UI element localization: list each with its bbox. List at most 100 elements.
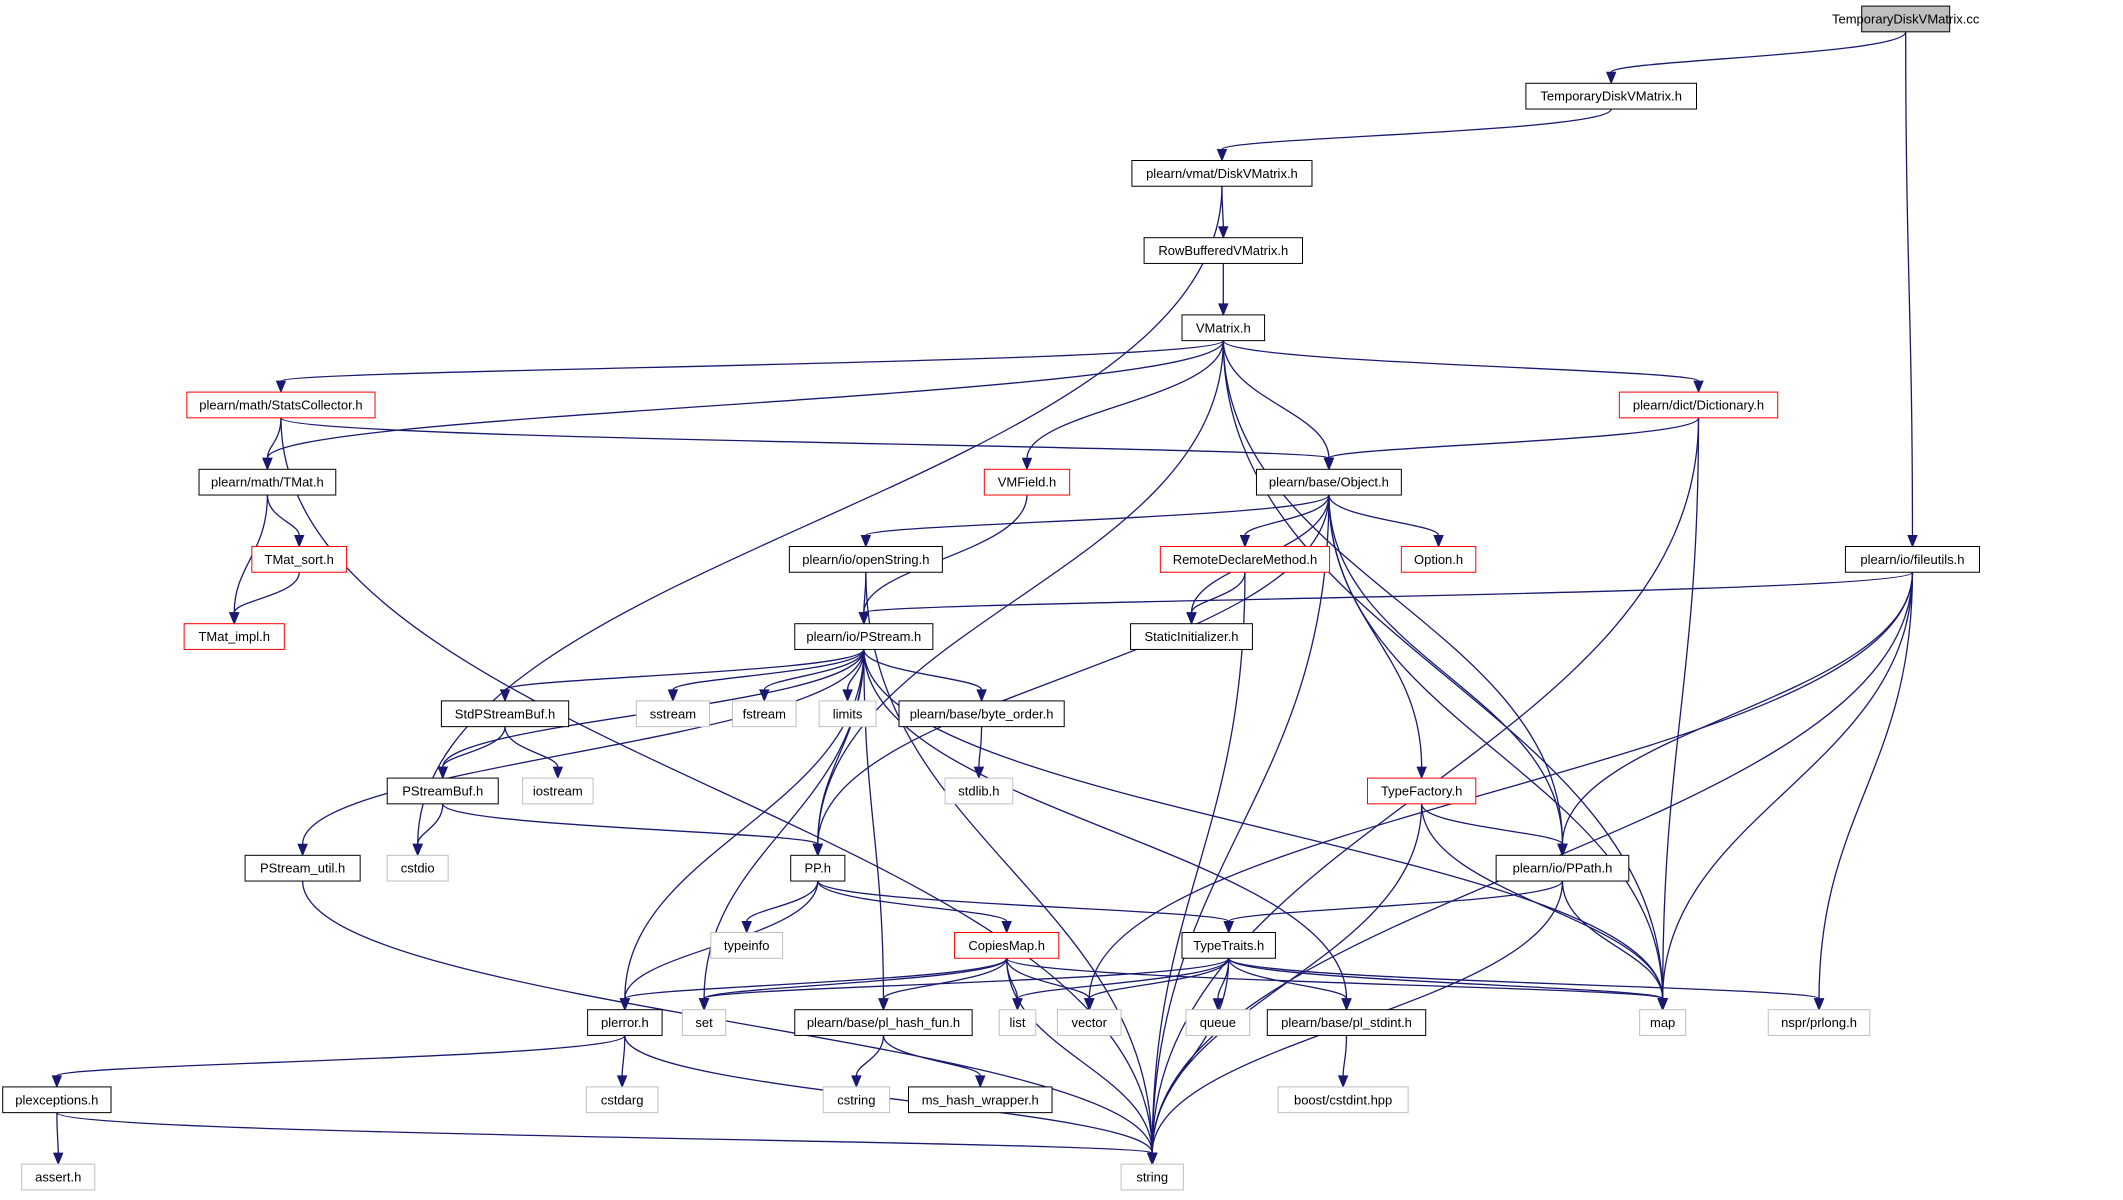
- node-dict[interactable]: plearn/dict/Dictionary.h: [1618, 391, 1779, 419]
- node-object[interactable]: plearn/base/Object.h: [1255, 468, 1402, 496]
- edge-plerror-to-plexceptions: [51, 1034, 626, 1089]
- edge-vmatrix-to-stats: [275, 340, 1224, 394]
- node-fileutils[interactable]: plearn/io/fileutils.h: [1844, 546, 1980, 573]
- edge-object-to-map: [1328, 495, 1668, 1012]
- node-box: [1181, 932, 1276, 959]
- edge-line: [863, 495, 1028, 613]
- edge-line: [1088, 572, 1914, 999]
- edge-line: [817, 880, 1230, 923]
- node-root[interactable]: TemporaryDiskVMatrix.cc: [1832, 5, 1980, 33]
- edge-line: [863, 649, 983, 691]
- node-stdlib: stdlib.h: [944, 777, 1014, 805]
- edge-arrowhead: [262, 457, 273, 471]
- node-pstream[interactable]: plearn/io/PStream.h: [794, 623, 934, 650]
- node-pstreamutil[interactable]: PStream_util.h: [244, 854, 361, 882]
- node-list: list: [998, 1009, 1037, 1036]
- node-copiesmap[interactable]: CopiesMap.h: [954, 932, 1060, 959]
- edge-line: [1006, 958, 1090, 1000]
- node-vmfield[interactable]: VMField.h: [983, 468, 1071, 496]
- node-limits: limits: [818, 700, 877, 728]
- edge-line: [1244, 494, 1330, 536]
- node-mshash[interactable]: ms_hash_wrapper.h: [908, 1086, 1053, 1114]
- node-box: [1495, 854, 1630, 882]
- node-plexceptions[interactable]: plexceptions.h: [2, 1086, 112, 1114]
- node-pp[interactable]: PP.h: [790, 854, 846, 882]
- edge-line: [1190, 572, 1246, 613]
- edge-hashfun-to-mshash: [882, 1035, 986, 1089]
- edge-arrowhead: [976, 689, 987, 703]
- edge-arrowhead: [275, 380, 287, 394]
- node-vmatrix[interactable]: VMatrix.h: [1181, 314, 1266, 342]
- node-tmatsort[interactable]: TMat_sort.h: [251, 546, 348, 573]
- node-stdpsbuf[interactable]: StdPStreamBuf.h: [440, 700, 570, 728]
- node-psbuf[interactable]: PStreamBuf.h: [386, 777, 499, 805]
- node-ppath[interactable]: plearn/io/PPath.h: [1495, 854, 1630, 882]
- node-box: [998, 1009, 1037, 1036]
- edge-openstr-to-string: [865, 572, 1158, 1166]
- node-box: [1618, 391, 1779, 419]
- edge-arrowhead: [51, 1075, 63, 1089]
- edge-typetraits-to-list: [1012, 957, 1230, 1012]
- node-box: [1525, 82, 1698, 110]
- edge-line: [863, 649, 1348, 999]
- edge-arrowhead: [616, 1075, 628, 1089]
- node-label: cstdio: [401, 861, 435, 876]
- node-byteorder[interactable]: plearn/base/byte_order.h: [898, 700, 1065, 728]
- node-typetraits[interactable]: TypeTraits.h: [1181, 932, 1276, 959]
- node-stats[interactable]: plearn/math/StatsCollector.h: [186, 391, 376, 419]
- node-label: TemporaryDiskVMatrix.cc: [1832, 11, 1980, 26]
- node-typefactory[interactable]: TypeFactory.h: [1366, 777, 1477, 805]
- node-diskvm[interactable]: plearn/vmat/DiskVMatrix.h: [1131, 159, 1313, 187]
- node-queue: queue: [1185, 1009, 1251, 1036]
- node-label: fstream: [743, 706, 786, 721]
- edge-arrowhead: [552, 766, 564, 780]
- edge-plerror-to-string: [624, 1035, 1158, 1166]
- edge-line: [1561, 572, 1914, 845]
- node-tmat[interactable]: plearn/math/TMat.h: [198, 468, 337, 496]
- edge-line: [1328, 417, 1700, 459]
- edge-arrowhead: [1146, 1152, 1158, 1166]
- node-box: [794, 623, 934, 650]
- edge-arrowhead: [858, 612, 870, 626]
- node-plerror[interactable]: plerror.h: [587, 1009, 663, 1036]
- node-label: CopiesMap.h: [968, 938, 1045, 953]
- node-hashfun[interactable]: plearn/base/pl_hash_fun.h: [794, 1009, 973, 1036]
- node-staticinit[interactable]: StaticInitializer.h: [1130, 623, 1253, 650]
- edge-tmat-to-tmatsort: [266, 495, 305, 548]
- edge-line: [882, 958, 1008, 1000]
- node-label: queue: [1200, 1015, 1236, 1030]
- node-box: [635, 700, 710, 728]
- node-tmatimpl[interactable]: TMat_impl.h: [183, 623, 285, 650]
- edge-dict-to-map: [1657, 417, 1700, 1012]
- edge-plexceptions-to-assert: [52, 1112, 64, 1166]
- edge-arrowhead: [842, 689, 853, 703]
- node-box: [183, 623, 285, 650]
- node-box: [1639, 1009, 1687, 1036]
- edge-line: [301, 881, 1153, 1154]
- node-openstr[interactable]: plearn/io/openString.h: [788, 546, 943, 573]
- node-box: [1159, 546, 1331, 573]
- edge-line: [882, 1035, 981, 1077]
- node-box: [731, 700, 797, 728]
- edge-byteorder-to-stdlib: [973, 726, 985, 780]
- node-option[interactable]: Option.h: [1400, 546, 1477, 573]
- node-box: [1861, 5, 1951, 33]
- node-label: stdlib.h: [958, 783, 999, 798]
- edge-ppath-to-map: [1561, 881, 1668, 1012]
- node-remote[interactable]: RemoteDeclareMethod.h: [1159, 546, 1331, 573]
- node-tdvm_h[interactable]: TemporaryDiskVMatrix.h: [1525, 82, 1698, 110]
- edge-vmatrix-to-map: [1222, 340, 1668, 1012]
- edge-arrowhead: [1012, 998, 1023, 1012]
- node-label: plerror.h: [601, 1015, 649, 1030]
- edge-arrowhead: [667, 689, 679, 703]
- node-plstdint[interactable]: plearn/base/pl_stdint.h: [1266, 1009, 1427, 1036]
- edge-line: [1421, 803, 1564, 845]
- edge-arrowhead: [1186, 612, 1197, 626]
- edge-line: [1421, 803, 1664, 999]
- edge-vmatrix-to-dict: [1222, 340, 1704, 394]
- node-label: plearn/io/fileutils.h: [1860, 552, 1964, 567]
- edge-line: [1328, 495, 1664, 999]
- edge-line: [1151, 495, 1330, 1154]
- edge-arrowhead: [1212, 998, 1224, 1012]
- node-rowbuf[interactable]: RowBufferedVMatrix.h: [1143, 237, 1304, 264]
